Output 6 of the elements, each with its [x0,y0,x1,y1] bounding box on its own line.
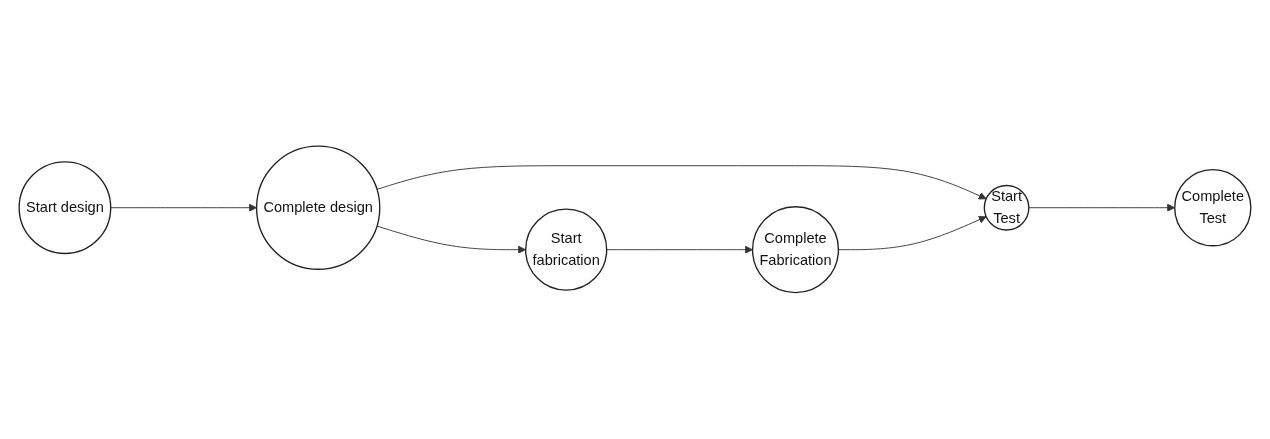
node-circle: Complete Test [1174,169,1252,247]
node-circle: Complete Fabrication [751,206,840,294]
node-circle: Start Test [983,184,1030,231]
node-circle: Complete design [255,145,381,271]
node-circle: Start fabrication [525,208,608,291]
node-circle: Start design [18,161,112,255]
